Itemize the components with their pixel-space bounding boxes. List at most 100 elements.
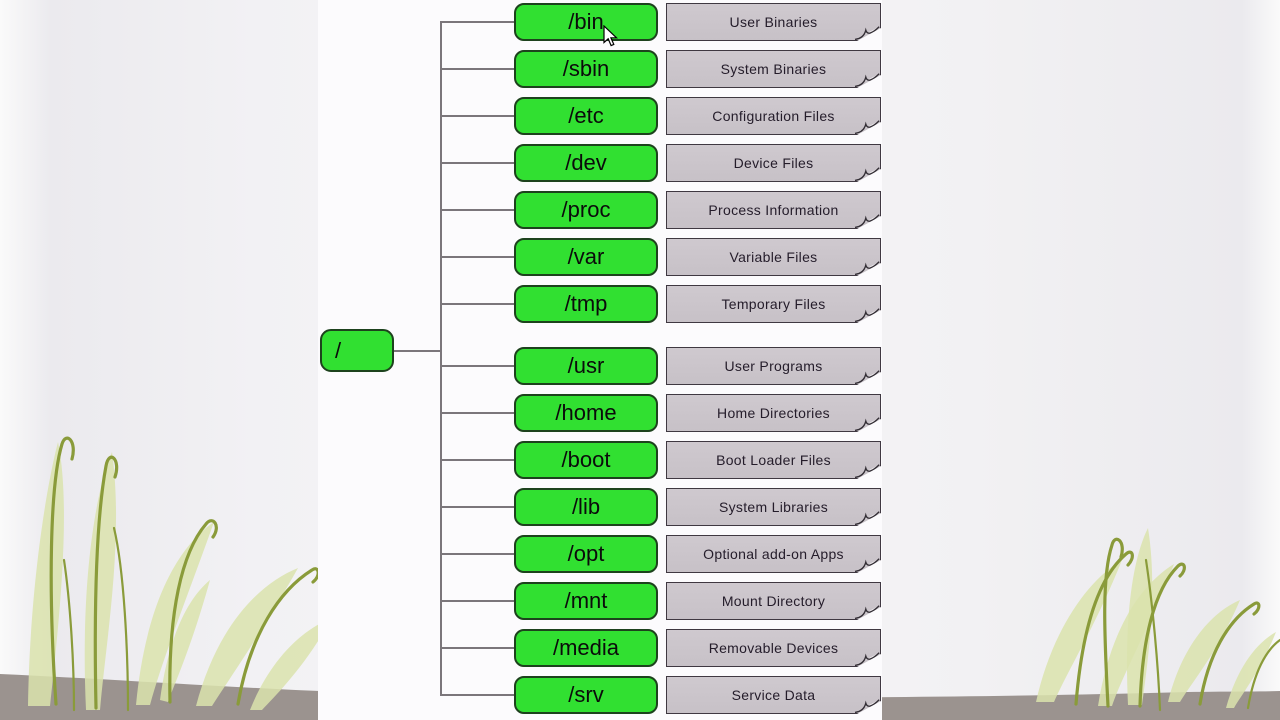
directory-label: /opt	[567, 541, 605, 566]
tree-row: /proc Process Information	[0, 191, 1280, 229]
folded-page-corner-icon	[854, 605, 880, 619]
root-connector-line	[393, 350, 441, 352]
description-note: System Libraries	[666, 488, 881, 526]
description-label: Variable Files	[729, 249, 818, 265]
directory-node: /lib	[514, 488, 658, 526]
branch-connector-line	[441, 21, 514, 23]
tree-row: /lib System Libraries	[0, 488, 1280, 526]
directory-node: /usr	[514, 347, 658, 385]
folded-page-corner-icon	[854, 308, 880, 322]
directory-label: /mnt	[564, 588, 608, 613]
branch-connector-line	[441, 459, 514, 461]
tree-row: /sbin System Binaries	[0, 50, 1280, 88]
directory-label: /tmp	[564, 291, 608, 316]
folded-page-corner-icon	[854, 26, 880, 40]
description-note: System Binaries	[666, 50, 881, 88]
description-note: Configuration Files	[666, 97, 881, 135]
directory-label: /usr	[567, 353, 605, 378]
directory-label: /etc	[568, 103, 604, 128]
folded-page-corner-icon	[854, 464, 880, 478]
description-label: Configuration Files	[712, 108, 835, 124]
description-label: Process Information	[708, 202, 839, 218]
directory-node: /bin	[514, 3, 658, 41]
grass-clump-right	[1036, 528, 1280, 712]
directory-node: /home	[514, 394, 658, 432]
tree-row: /etc Configuration Files	[0, 97, 1280, 135]
tree-row: /mnt Mount Directory	[0, 582, 1280, 620]
directory-label: /proc	[561, 197, 611, 222]
description-note: User Programs	[666, 347, 881, 385]
description-label: Temporary Files	[721, 296, 826, 312]
description-label: User Programs	[724, 358, 823, 374]
branch-connector-line	[441, 209, 514, 211]
directory-node: /tmp	[514, 285, 658, 323]
directory-label: /media	[552, 635, 620, 660]
folded-page-corner-icon	[854, 167, 880, 181]
folded-page-corner-icon	[854, 370, 880, 384]
branch-connector-line	[441, 256, 514, 258]
description-note: Optional add-on Apps	[666, 535, 881, 573]
directory-label: /dev	[565, 150, 607, 175]
directory-node: /proc	[514, 191, 658, 229]
branch-connector-line	[441, 365, 514, 367]
tree-row: /usr User Programs	[0, 347, 1280, 385]
tree-row: /srv Service Data	[0, 676, 1280, 714]
directory-label: /lib	[571, 494, 601, 519]
description-note: Process Information	[666, 191, 881, 229]
branch-connector-line	[441, 506, 514, 508]
branch-connector-line	[441, 68, 514, 70]
directory-label: /boot	[561, 447, 611, 472]
directory-label: /home	[555, 400, 617, 425]
root-directory-node: /	[320, 329, 394, 372]
grass-clump-left	[28, 436, 332, 712]
description-label: Mount Directory	[721, 593, 826, 609]
folded-page-corner-icon	[854, 699, 880, 713]
tree-row: /var Variable Files	[0, 238, 1280, 276]
directory-label: /sbin	[562, 56, 610, 81]
folded-page-corner-icon	[854, 120, 880, 134]
description-note: Service Data	[666, 676, 881, 714]
tree-row: /opt Optional add-on Apps	[0, 535, 1280, 573]
branch-connector-line	[441, 412, 514, 414]
description-label: System Libraries	[718, 499, 829, 515]
description-label: Device Files	[733, 155, 814, 171]
description-note: Removable Devices	[666, 629, 881, 667]
directory-node: /opt	[514, 535, 658, 573]
folded-page-corner-icon	[854, 214, 880, 228]
folded-page-corner-icon	[854, 652, 880, 666]
mouse-cursor-icon	[603, 25, 618, 47]
folded-page-corner-icon	[854, 73, 880, 87]
description-note: Home Directories	[666, 394, 881, 432]
folded-page-corner-icon	[854, 417, 880, 431]
description-note: Device Files	[666, 144, 881, 182]
folded-page-corner-icon	[854, 558, 880, 572]
description-note: Variable Files	[666, 238, 881, 276]
tree-row: /dev Device Files	[0, 144, 1280, 182]
description-label: Removable Devices	[708, 640, 839, 656]
tree-row: /home Home Directories	[0, 394, 1280, 432]
directory-node: /sbin	[514, 50, 658, 88]
folded-page-corner-icon	[854, 261, 880, 275]
description-note: Boot Loader Files	[666, 441, 881, 479]
branch-connector-line	[441, 694, 514, 696]
directory-label: /srv	[568, 682, 604, 707]
branch-connector-line	[441, 303, 514, 305]
directory-node: /media	[514, 629, 658, 667]
folded-page-corner-icon	[854, 511, 880, 525]
root-directory-label: /	[335, 337, 342, 363]
branch-connector-line	[441, 647, 514, 649]
tree-row: /bin User Binaries	[0, 3, 1280, 41]
description-label: Service Data	[731, 687, 816, 703]
description-note: Mount Directory	[666, 582, 881, 620]
description-label: System Binaries	[720, 61, 827, 77]
directory-node: /mnt	[514, 582, 658, 620]
description-label: Boot Loader Files	[716, 452, 831, 468]
description-label: User Binaries	[729, 14, 818, 30]
description-note: User Binaries	[666, 3, 881, 41]
directory-node: /boot	[514, 441, 658, 479]
directory-node: /srv	[514, 676, 658, 714]
directory-label: /bin	[568, 9, 604, 34]
